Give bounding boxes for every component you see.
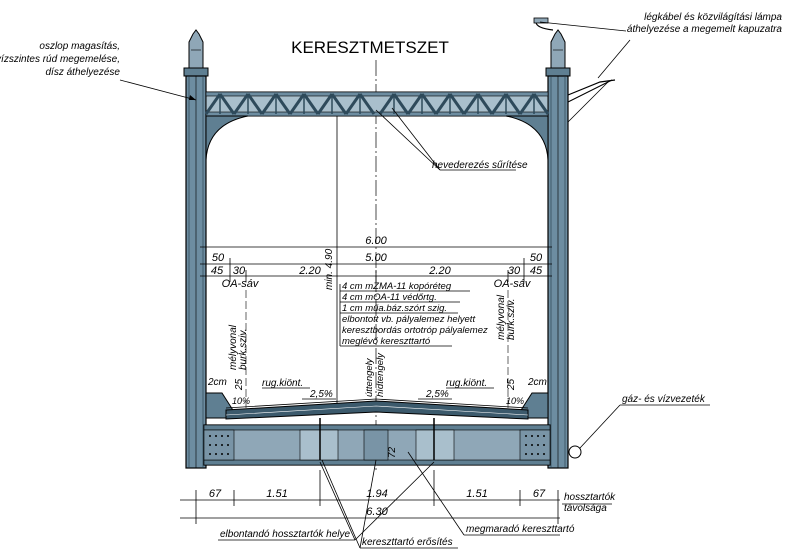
callout-gaz: gáz- és vízvezeték	[622, 394, 706, 405]
callout-erosites: kereszttartó erősítés	[362, 537, 453, 548]
melyvonal-right-1: mélyvonal	[496, 294, 507, 340]
layer-2: 4 cm mOA-11 védőrtg.	[342, 292, 437, 303]
cm2-right: 2cm	[527, 377, 547, 388]
callout-column-2: vízszintes rúd megemelése,	[0, 54, 120, 65]
cross-girder	[203, 418, 551, 466]
right-column	[545, 29, 571, 469]
oa-sav-right: OA-sáv	[494, 278, 532, 290]
layer-6: meglévő kereszttartó	[342, 336, 431, 347]
cm2-left: 2cm	[207, 377, 227, 388]
dim-67-left: 67	[209, 488, 222, 500]
dim-67-right: 67	[533, 488, 546, 500]
slope-left: 2,5%	[309, 389, 333, 400]
melyvonal-left-2: burk.sziv.	[238, 329, 249, 371]
dim-45-right: 45	[530, 265, 543, 277]
layer-1: 4 cm mZMA-11 kopóréteg	[342, 281, 452, 292]
gas-water-pipe	[568, 445, 582, 459]
dim-50-left: 50	[212, 252, 225, 264]
dim-45-left: 45	[211, 265, 224, 277]
d25-left: 25	[234, 378, 245, 391]
oa-sav-left: OA-sáv	[222, 278, 260, 290]
rug-kiont-right: rug.kiönt.	[446, 378, 487, 389]
layer-5: keresztbordás ortotróp pályalemez	[342, 325, 488, 336]
clear-height-label: min. 4.90	[324, 248, 335, 290]
d25-right: 25	[506, 378, 517, 391]
dim-6-30: 6.30	[366, 506, 388, 518]
girder-depth-label: 72	[387, 446, 398, 458]
bridge-deck	[205, 392, 549, 420]
dim-30-right: 30	[508, 265, 521, 277]
slope-right: 2,5%	[425, 389, 449, 400]
callout-hossztartok-2: távolsága	[564, 503, 607, 514]
dim-1-51-right: 1.51	[466, 488, 487, 500]
layer-3: 1 cm műa.báz.szórt szig.	[342, 303, 447, 314]
callout-column-1: oszlop magasítás,	[39, 41, 120, 52]
melyvonal-left-1: mélyvonal	[228, 324, 239, 370]
callout-megmarado: megmaradó kereszttartó	[466, 524, 575, 535]
callout-column-3: dísz áthelyezése	[46, 67, 121, 78]
dim-6-00: 6.00	[365, 235, 387, 247]
dim-1-94: 1.94	[366, 488, 387, 500]
bottom-dimension-lines	[180, 470, 560, 524]
bottom-leaders	[218, 451, 612, 549]
pct10-left: 10%	[232, 396, 250, 406]
hidtengely-label: hídtengely	[375, 352, 386, 397]
dim-30-left: 30	[233, 265, 246, 277]
street-lamp-bracket	[533, 17, 616, 123]
dim-50-right: 50	[530, 252, 543, 264]
melyvonal-right-2: burk.sziv.	[506, 299, 517, 341]
rug-kiont-left: rug.kiönt.	[262, 378, 303, 389]
callout-lamp-2: áthelyezése a megemelt kapuzatra	[627, 24, 783, 35]
uttengely-label: úttengely	[364, 357, 375, 397]
dim-1-51-left: 1.51	[266, 488, 287, 500]
dim-5-00: 5.00	[365, 252, 387, 264]
layer-4: elbontott vb. pályalemez helyett	[342, 314, 475, 325]
left-column	[183, 29, 209, 469]
portal-truss	[204, 91, 550, 161]
top-dimension-lines	[200, 240, 552, 290]
dim-2-20-right: 2.20	[428, 265, 451, 277]
pct10-right: 10%	[506, 396, 524, 406]
callout-lamp-1: légkábel és közvilágítási lámpa	[644, 12, 782, 23]
callout-leaders-top	[119, 21, 631, 171]
callout-hossztartok-1: hossztartók	[564, 492, 616, 503]
callout-hevederezes: hevederezés sűrítése	[432, 160, 528, 171]
layer-legend: 4 cm mZMA-11 kopóréteg 4 cm mOA-11 védőr…	[339, 281, 488, 347]
dim-2-20-left: 2.20	[298, 265, 321, 277]
callout-elbontando: elbontandó hossztartók helye	[220, 529, 351, 540]
drawing-title: KERESZTMETSZET	[291, 38, 449, 57]
